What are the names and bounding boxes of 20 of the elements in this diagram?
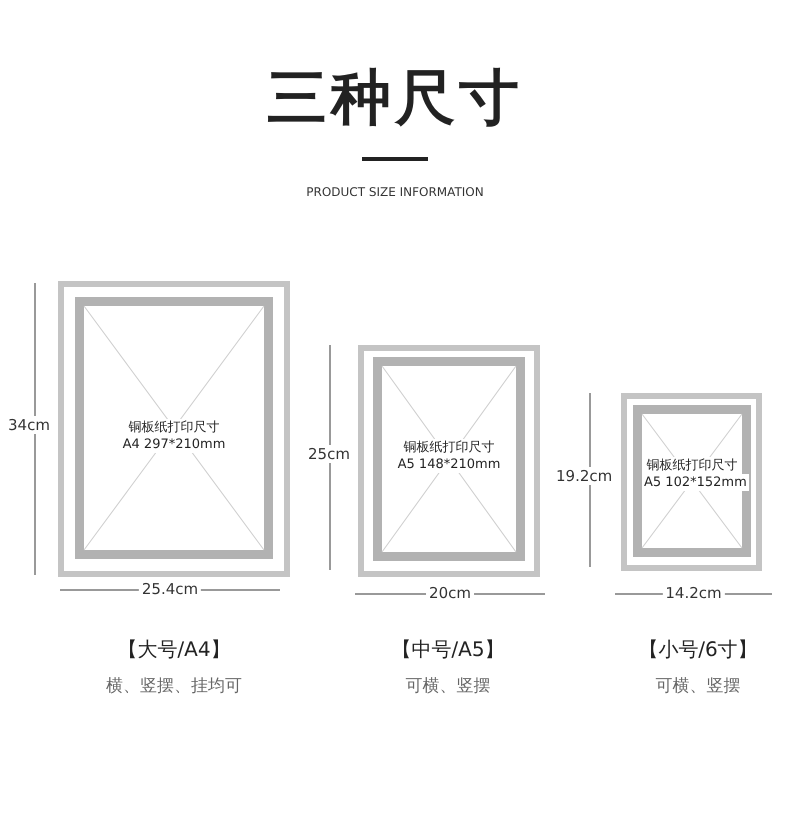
picture-frame bbox=[58, 281, 290, 577]
size-caption: 【小号/6寸】 bbox=[638, 636, 758, 663]
subtitle: PRODUCT SIZE INFORMATION bbox=[305, 185, 485, 199]
print-size-text: A5 148*210mm bbox=[396, 456, 502, 473]
title: 三种尺寸 bbox=[266, 62, 524, 135]
size-caption: 【大号/A4】 bbox=[117, 636, 231, 663]
size-caption: 【中号/A5】 bbox=[391, 636, 505, 663]
print-spec-heading: 铜板纸打印尺寸 bbox=[644, 457, 740, 474]
print-size-text: A4 297*210mm bbox=[120, 436, 228, 453]
print-size-text: A5 102*152mm bbox=[642, 474, 749, 491]
print-spec-heading: 铜板纸打印尺寸 bbox=[402, 439, 496, 456]
picture-frame bbox=[358, 345, 540, 577]
placement-note: 横、竖摆、挂均可 bbox=[106, 675, 242, 697]
print-spec-heading: 铜板纸打印尺寸 bbox=[126, 419, 222, 436]
dimension-label: 19.2cm bbox=[556, 467, 612, 485]
dimension-label: 25cm bbox=[308, 445, 350, 463]
placement-note: 可横、竖摆 bbox=[406, 675, 490, 697]
placement-note: 可横、竖摆 bbox=[656, 675, 740, 697]
picture-frame bbox=[621, 393, 762, 571]
dimension-label: 34cm bbox=[8, 416, 50, 434]
